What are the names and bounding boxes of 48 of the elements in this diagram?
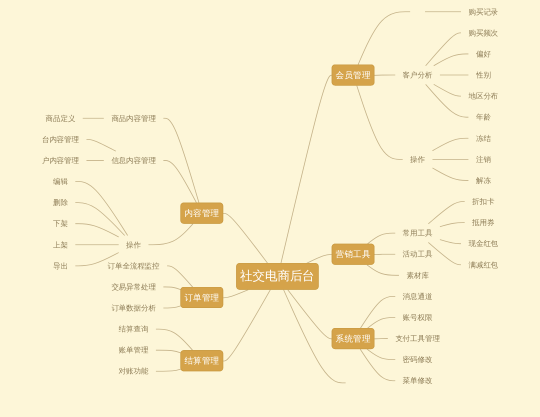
connector (440, 239, 462, 244)
connector (432, 138, 469, 152)
connector (440, 74, 469, 76)
connector (374, 254, 396, 255)
connector (366, 264, 400, 276)
connector (287, 289, 333, 340)
connector (148, 223, 194, 246)
connector (428, 242, 462, 266)
connector (162, 160, 198, 204)
connector (283, 289, 346, 384)
connector (156, 368, 182, 372)
connector (74, 223, 120, 238)
connector (425, 84, 469, 118)
connector (374, 74, 396, 76)
connector (222, 289, 249, 298)
connector (74, 181, 128, 236)
connector (433, 84, 462, 97)
connector (86, 138, 116, 152)
connector (440, 222, 466, 228)
connector (305, 254, 333, 264)
connector (156, 328, 194, 352)
connector (366, 348, 396, 360)
connector (82, 118, 104, 119)
connector (433, 54, 469, 66)
connector (156, 350, 182, 354)
connector (360, 296, 396, 330)
connector (162, 286, 182, 290)
connector (432, 158, 469, 160)
connector (162, 118, 200, 204)
connector (358, 11, 411, 66)
connector (356, 85, 404, 160)
connector (74, 202, 126, 236)
connector (424, 11, 462, 12)
connector (366, 232, 396, 245)
connector (86, 160, 104, 161)
connector (425, 32, 462, 66)
connector (374, 338, 388, 340)
connector (360, 348, 396, 382)
connector (222, 213, 268, 264)
connector (166, 265, 194, 288)
connector (366, 317, 396, 330)
connector (74, 252, 120, 266)
connector (74, 244, 120, 246)
connector (432, 168, 469, 181)
connector (162, 305, 182, 308)
connector (280, 74, 333, 264)
connector (222, 289, 271, 362)
connector (428, 201, 466, 224)
